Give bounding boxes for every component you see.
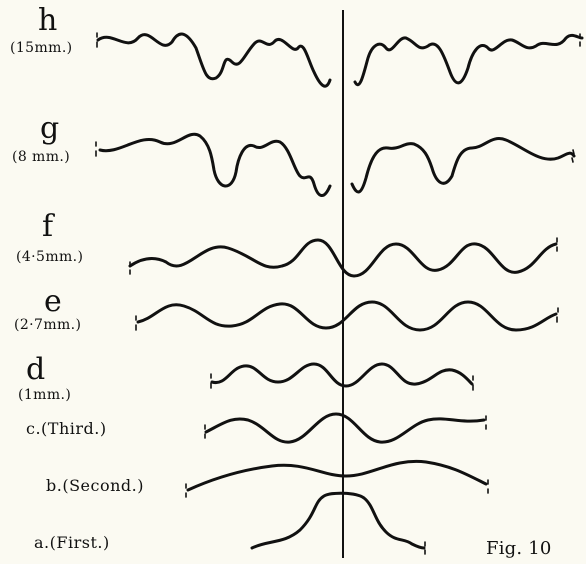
curve-h-left <box>98 34 330 86</box>
tick-g-right-2 <box>572 158 573 162</box>
row-g-note: (8 mm.) <box>12 150 70 164</box>
row-d-note: (1mm.) <box>18 388 71 402</box>
row-f-note: (4·5mm.) <box>16 250 83 264</box>
curve-a <box>252 493 424 548</box>
curve-g-right <box>352 139 574 192</box>
row-b-label: b.(Second.) <box>46 478 144 494</box>
row-h-letter: h <box>38 6 57 36</box>
row-g-letter: g <box>40 114 59 144</box>
row-e-note: (2·7mm.) <box>14 318 81 332</box>
curve-g-left <box>100 134 330 195</box>
curve-h-right <box>355 35 582 84</box>
curve-e <box>138 302 556 330</box>
row-h-note: (15mm.) <box>10 41 73 55</box>
row-f-letter: f <box>42 212 53 242</box>
tick-g-right <box>573 150 574 154</box>
curve-c <box>206 414 484 442</box>
curve-b <box>188 461 486 490</box>
row-a-label: a.(First.) <box>34 535 110 551</box>
row-c-label: c.(Third.) <box>26 421 107 437</box>
row-e-letter: e <box>44 287 62 317</box>
figure-caption: Fig. 10 <box>486 540 552 558</box>
row-d-letter: d <box>26 355 45 385</box>
